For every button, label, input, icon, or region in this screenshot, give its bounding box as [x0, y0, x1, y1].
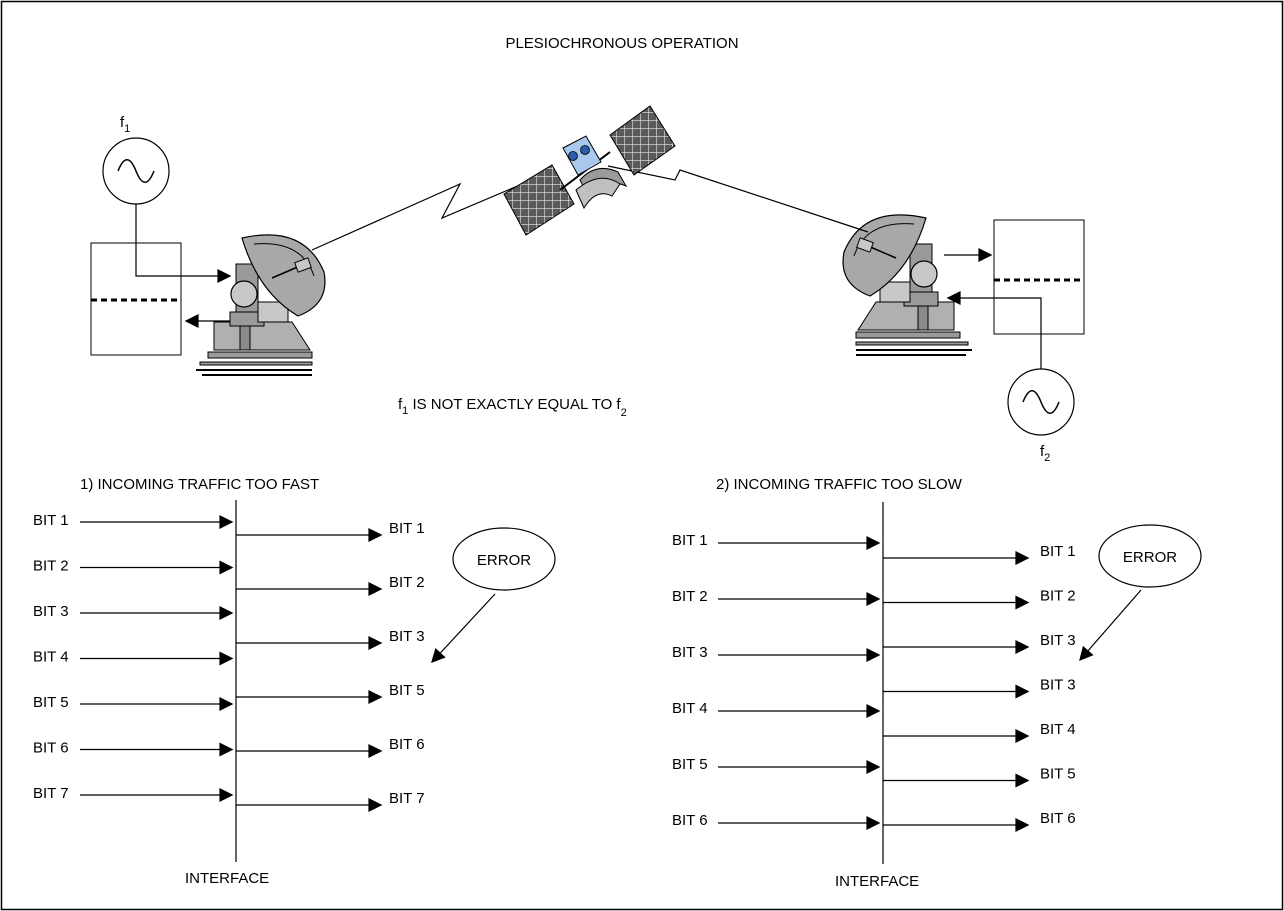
oscillator-right: f2	[1007, 368, 1075, 464]
case1-error-pointer	[431, 593, 496, 664]
downlink-right	[607, 165, 869, 233]
case1-input-bit-4: BIT 4	[33, 649, 69, 666]
case1-interface-label: INTERFACE	[185, 870, 269, 887]
case1-input-bit-7: BIT 7	[33, 785, 69, 802]
case1-input-bit-2: BIT 2	[33, 558, 69, 575]
case2-input-bit-5: BIT 5	[672, 756, 708, 773]
case2-error-pointer	[1079, 589, 1142, 662]
case2-output-bit-6: BIT 5	[1040, 766, 1076, 783]
case1-output-bit-4: BIT 5	[389, 682, 425, 699]
case1-error-label: ERROR	[477, 552, 531, 569]
buffer-box-right	[993, 219, 1085, 335]
case2-title: 2) INCOMING TRAFFIC TOO SLOW	[716, 476, 963, 493]
frequency-condition: f1 IS NOT EXACTLY EQUAL TO f2	[398, 396, 627, 419]
case1-output-bit-6: BIT 7	[389, 790, 425, 807]
case1-input-bit-5: BIT 5	[33, 694, 69, 711]
case2-output-bit-3: BIT 3	[1040, 632, 1076, 649]
earth-station-left	[195, 234, 326, 377]
diagram-title: PLESIOCHRONOUS OPERATION	[505, 35, 738, 52]
case1-output-bit-5: BIT 6	[389, 736, 425, 753]
case2-output-bit-5: BIT 4	[1040, 721, 1076, 738]
case1-input-bit-6: BIT 6	[33, 740, 69, 757]
case2-interface-label: INTERFACE	[835, 873, 919, 890]
svg-text:f1: f1	[120, 114, 130, 135]
clock-line-left	[135, 204, 232, 283]
case2-input-bit-6: BIT 6	[672, 812, 708, 829]
case2-output-bit-2: BIT 2	[1040, 588, 1076, 605]
case2-error: ERROR	[1098, 524, 1202, 588]
case2-input-bit-4: BIT 4	[672, 700, 708, 717]
uplink-left	[311, 182, 521, 251]
svg-text:f2: f2	[1040, 443, 1050, 464]
case2-input-bit-2: BIT 2	[672, 588, 708, 605]
case1-input-bit-3: BIT 3	[33, 603, 69, 620]
case1-output-bit-3: BIT 3	[389, 628, 425, 645]
case1-output-bit-2: BIT 2	[389, 574, 425, 591]
clock-line-right	[946, 291, 1042, 370]
case2-input-bit-1: BIT 1	[672, 532, 708, 549]
case1-input-bit-1: BIT 1	[33, 512, 69, 529]
case2-output-bit-4: BIT 3	[1040, 677, 1076, 694]
case1-title: 1) INCOMING TRAFFIC TOO FAST	[80, 476, 319, 493]
case2-output-bit-7: BIT 6	[1040, 810, 1076, 827]
satellite	[503, 105, 676, 236]
case1-error: ERROR	[452, 527, 556, 591]
case2-input-bits: BIT 1 BIT 2 BIT 3 BIT 4 BIT 5 BIT 6	[672, 532, 881, 830]
case1-input-bits: BIT 1 BIT 2 BIT 3 BIT 4 BIT 5 BIT 6 BIT 7	[33, 512, 234, 802]
case1-output-bits: BIT 1 BIT 2 BIT 3 BIT 5 BIT 6 BIT 7	[236, 520, 425, 812]
oscillator-left: f1	[102, 114, 170, 205]
earth-station-right	[842, 214, 973, 357]
case2-output-bit-1: BIT 1	[1040, 543, 1076, 560]
case2-output-bits: BIT 1 BIT 2 BIT 3 BIT 3 BIT 4 BIT 5 BIT 6	[883, 543, 1076, 832]
case2-error-label: ERROR	[1123, 549, 1177, 566]
case1-output-bit-1: BIT 1	[389, 520, 425, 537]
case2-input-bit-3: BIT 3	[672, 644, 708, 661]
